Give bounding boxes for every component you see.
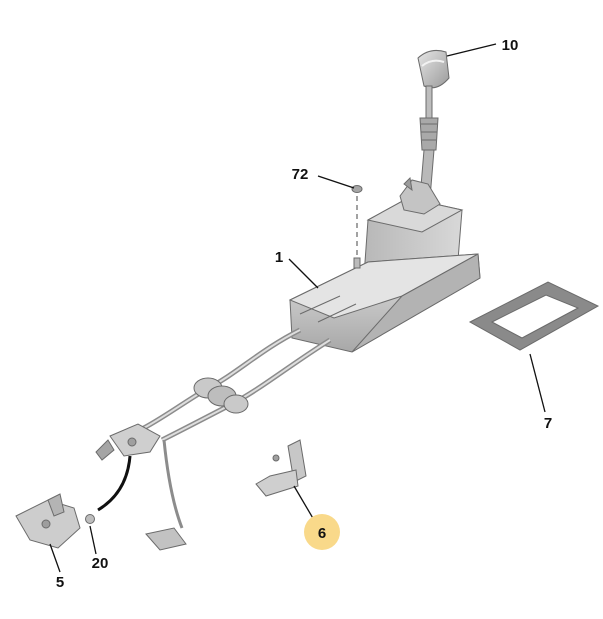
gear-knob bbox=[417, 50, 450, 89]
leader-10 bbox=[446, 43, 497, 57]
gear-cables bbox=[138, 327, 332, 443]
bolt bbox=[351, 185, 363, 269]
shifter-base-assembly bbox=[288, 253, 481, 353]
washer bbox=[85, 514, 95, 524]
leader-5 bbox=[49, 543, 61, 573]
callout-5: 5 bbox=[56, 574, 64, 591]
callout-6-highlight bbox=[304, 514, 340, 550]
callout-20: 20 bbox=[92, 555, 109, 572]
cable-end-bracket bbox=[95, 423, 161, 461]
callout-1: 1 bbox=[275, 249, 283, 266]
leader-1 bbox=[288, 258, 319, 289]
leader-72 bbox=[317, 175, 355, 189]
lower-cable bbox=[145, 439, 187, 551]
gear-lever-shaft bbox=[419, 85, 439, 199]
leader-20 bbox=[89, 525, 97, 555]
leader-6 bbox=[293, 485, 315, 521]
callout-6: 6 bbox=[318, 525, 326, 542]
selector-lever bbox=[255, 439, 307, 497]
leader-7 bbox=[529, 353, 546, 413]
support-bracket bbox=[15, 493, 81, 549]
callout-7: 7 bbox=[544, 415, 552, 432]
seal-gasket bbox=[468, 281, 600, 351]
callout-10: 10 bbox=[502, 37, 519, 54]
callout-72: 72 bbox=[292, 166, 309, 183]
selector-cable bbox=[97, 455, 132, 512]
